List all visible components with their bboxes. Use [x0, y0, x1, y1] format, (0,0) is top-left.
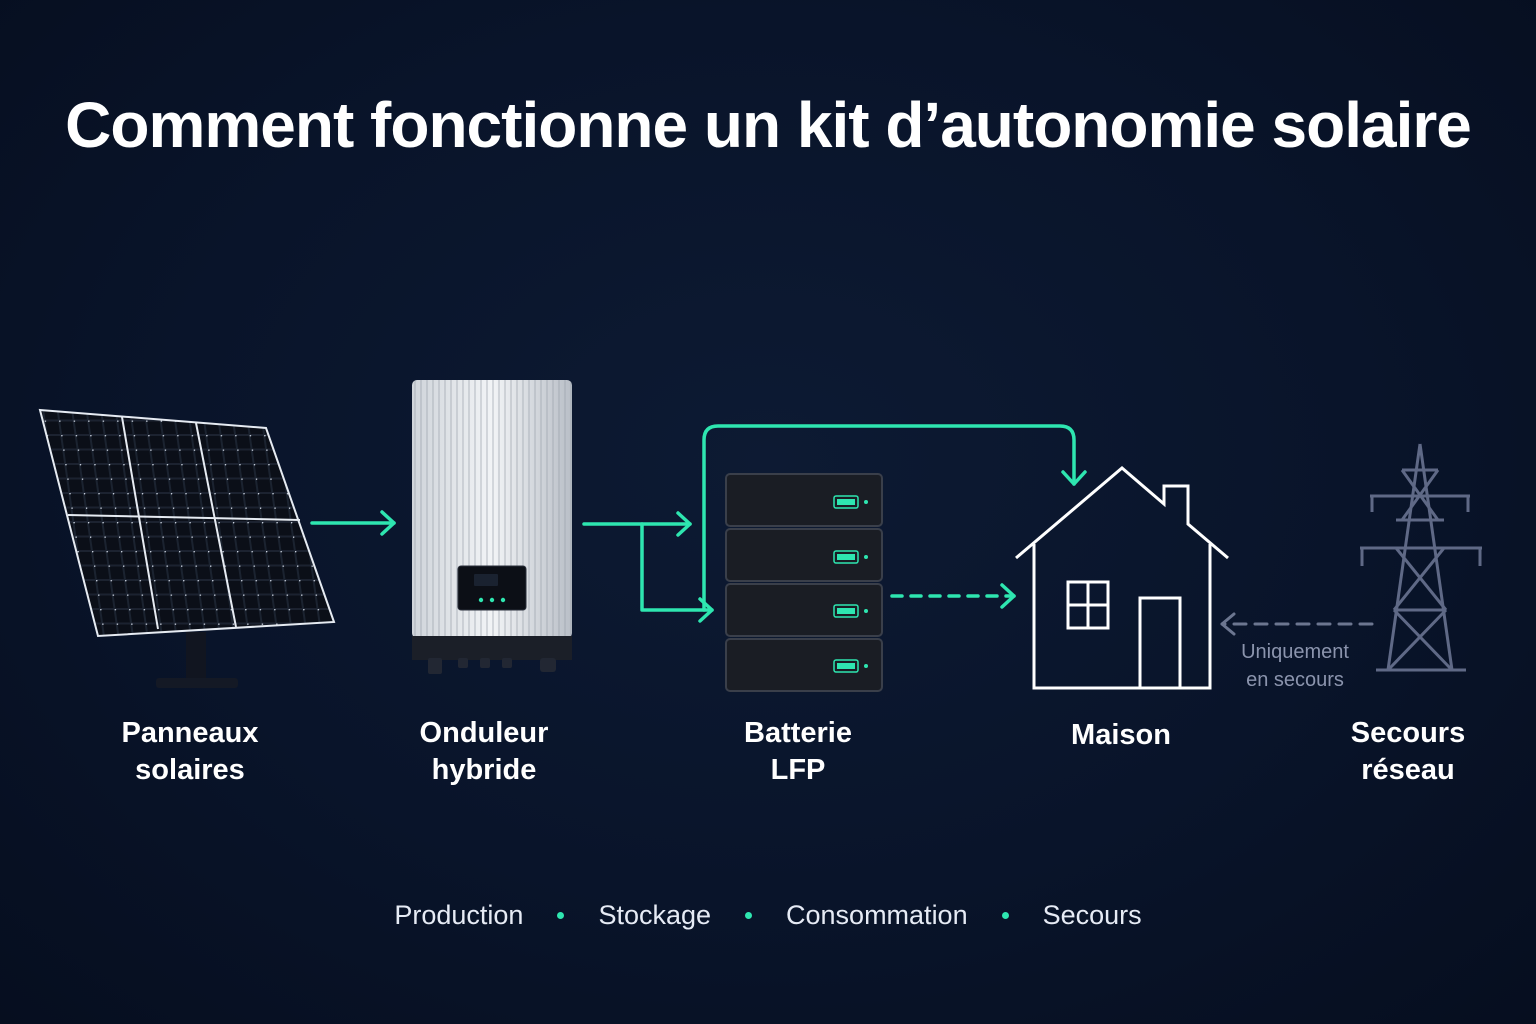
backup-note: Uniquement en secours: [1215, 638, 1375, 694]
legend-dot: [557, 912, 565, 919]
inverter-icon: [412, 380, 572, 674]
label-inverter-line2: hybride: [431, 754, 537, 786]
legend: Production Stockage Consommation Secours: [0, 900, 1536, 931]
flow-arrows: [310, 424, 1087, 623]
label-panels: Panneaux solaires: [70, 715, 310, 789]
battery-stack-icon: [725, 473, 883, 692]
legend-item-secours: Secours: [1042, 900, 1142, 930]
label-grid: Secours réseau: [1288, 715, 1528, 789]
label-battery-line2: LFP: [770, 754, 826, 786]
legend-item-consommation: Consommation: [786, 900, 968, 930]
backup-note-line2: en secours: [1246, 669, 1344, 691]
pylon-icon: [1360, 443, 1482, 672]
label-grid-line1: Secours: [1350, 717, 1466, 749]
label-panels-line1: Panneaux: [121, 717, 259, 749]
legend-item-stockage: Stockage: [598, 900, 712, 930]
label-house-line1: Maison: [1071, 719, 1171, 751]
label-battery: Batterie LFP: [678, 715, 918, 789]
legend-dot: [745, 912, 753, 919]
solar-panel-icon: [38, 408, 336, 688]
house-icon: [1015, 466, 1229, 690]
legend-item-production: Production: [394, 900, 524, 930]
label-panels-line2: solaires: [135, 754, 245, 786]
label-battery-line1: Batterie: [744, 717, 852, 749]
legend-dot: [1001, 912, 1009, 919]
label-house: Maison: [1001, 717, 1241, 754]
page-title: Comment fonctionne un kit d’autonomie so…: [65, 89, 1472, 161]
label-inverter: Onduleur hybride: [364, 715, 604, 789]
label-inverter-line1: Onduleur: [419, 717, 549, 749]
label-grid-line2: réseau: [1361, 754, 1455, 786]
backup-note-line1: Uniquement: [1241, 641, 1349, 663]
backup-arrow: [1220, 612, 1374, 636]
